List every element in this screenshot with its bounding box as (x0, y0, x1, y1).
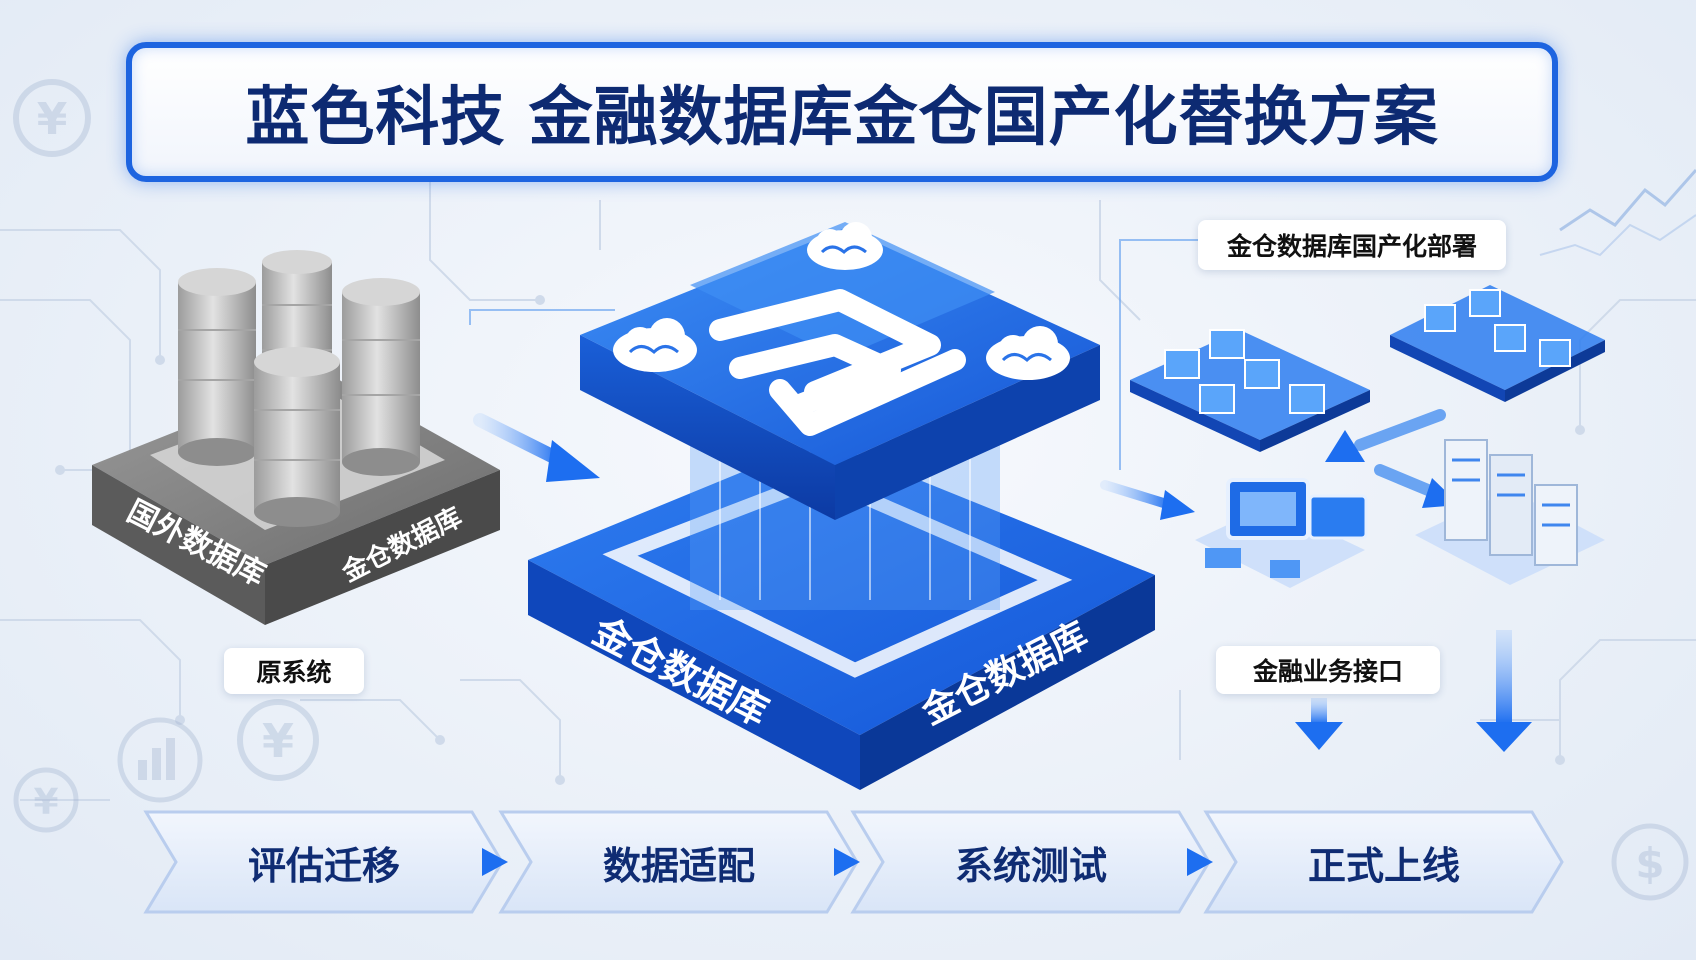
server-rack-icon (1415, 439, 1605, 585)
yen-coin-icon: ¥ (237, 699, 319, 781)
migration-arrow (473, 413, 600, 482)
interface-caption: 金融业务接口 (1216, 646, 1440, 694)
server-icon (1130, 329, 1370, 452)
legacy-caption: 原系统 (224, 648, 364, 694)
svg-text:¥: ¥ (37, 94, 68, 145)
yen-coin-icon: ¥ (13, 767, 79, 833)
cloud-icon (807, 222, 883, 270)
database-cylinder (254, 347, 340, 527)
bar-chart-icon (117, 717, 203, 803)
database-cylinder (178, 268, 256, 466)
dollar-coin-icon: $ (1611, 823, 1689, 901)
trend-line-icon (1539, 169, 1696, 257)
down-arrow (1295, 698, 1343, 750)
monitor-icon (1195, 478, 1368, 588)
deploy-arrow (1100, 480, 1195, 520)
circuit-lines (0, 170, 1696, 801)
legacy-database-stack (92, 250, 500, 625)
database-cylinder (342, 278, 420, 476)
step-launch: 正式上线 (1307, 843, 1460, 888)
svg-text:$: $ (1635, 839, 1664, 888)
process-steps (143, 810, 1564, 914)
cloud-icon (613, 318, 697, 372)
kingbase-platform (528, 222, 1155, 790)
down-arrow (1476, 630, 1532, 752)
cloud-icon (986, 326, 1070, 380)
svg-text:¥: ¥ (33, 782, 58, 823)
sync-arrow (1325, 409, 1446, 462)
deploy-caption: 金仓数据库国产化部署 (1198, 220, 1506, 270)
kingbase-logo-icon (709, 289, 966, 436)
step-adapt: 数据适配 (602, 843, 755, 888)
svg-text:¥: ¥ (262, 714, 294, 768)
server-icon (1390, 285, 1605, 402)
step-test: 系统测试 (954, 843, 1107, 888)
step-assess: 评估迁移 (247, 843, 400, 888)
title-banner: 蓝色科技 金融数据库金仓国产化替换方案 (126, 42, 1558, 182)
page-title: 蓝色科技 金融数据库金仓国产化替换方案 (245, 81, 1439, 155)
yen-coin-icon: ¥ (13, 79, 91, 157)
